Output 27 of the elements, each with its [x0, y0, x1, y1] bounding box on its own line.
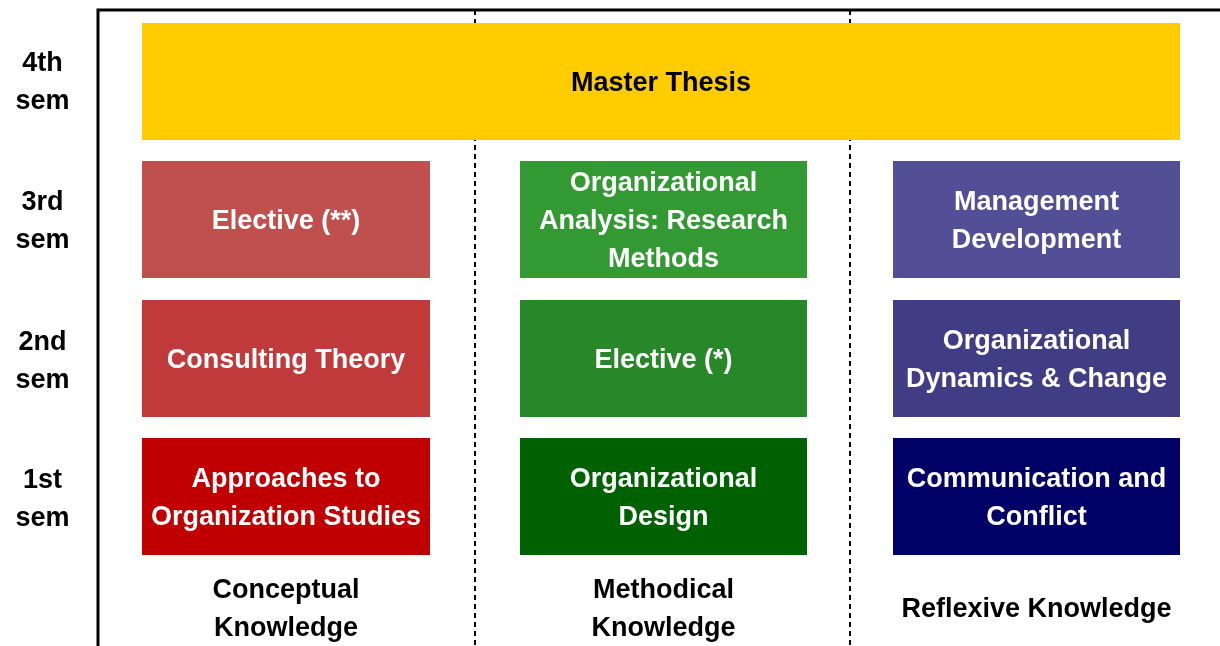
- course-box: [893, 438, 1180, 555]
- semester-label: 3rd sem: [14, 185, 71, 256]
- column-label: Methodical Knowledge: [590, 573, 737, 644]
- course-box: [142, 300, 430, 417]
- course-box: [142, 438, 430, 555]
- semester-label: 2nd sem: [14, 325, 71, 396]
- course-box: [142, 23, 1180, 140]
- course-title: Approaches to Organization Studies: [150, 461, 422, 533]
- course-title: Master Thesis: [569, 65, 753, 99]
- course-box: [520, 161, 807, 278]
- column-label: Conceptual Knowledge: [211, 573, 361, 644]
- course-title: Consulting Theory: [165, 342, 407, 376]
- column-label: Reflexive Knowledge: [900, 592, 1173, 625]
- course-box: [520, 300, 807, 417]
- course-title: Organizational Dynamics & Change: [904, 323, 1169, 395]
- semester-label: 1st sem: [14, 463, 71, 534]
- course-box: [520, 438, 807, 555]
- course-title: Organizational Analysis: Research Methods: [537, 165, 790, 275]
- course-title: Elective (**): [210, 203, 362, 237]
- course-title: Elective (*): [593, 342, 734, 376]
- course-box: [893, 300, 1180, 417]
- course-title: Organizational Design: [568, 461, 759, 533]
- course-title: Communication and Conflict: [905, 461, 1168, 533]
- course-box: [893, 161, 1180, 278]
- course-title: Management Development: [950, 184, 1123, 256]
- semester-label: 4th sem: [14, 46, 71, 117]
- course-box: [142, 161, 430, 278]
